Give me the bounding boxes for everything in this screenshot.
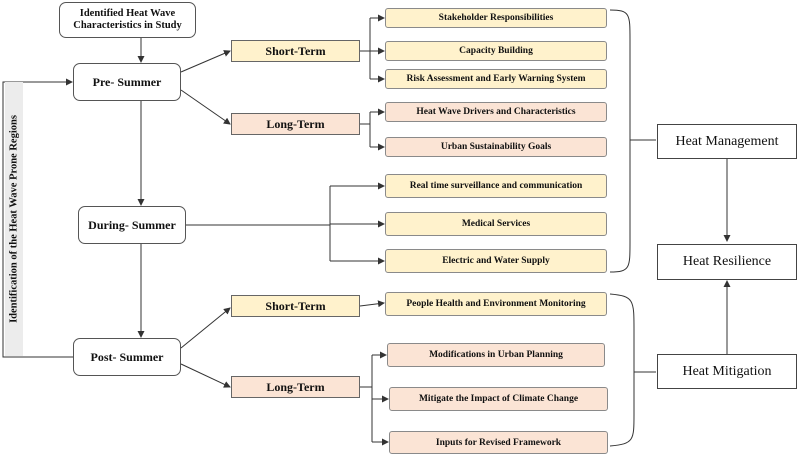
phase-pre-summer: Pre- Summer <box>73 63 181 101</box>
top-box-line-2: Characteristics in Study <box>73 20 182 31</box>
action-electric: Electric and Water Supply <box>385 249 607 273</box>
action-stakeholder: Stakeholder Responsibilities <box>385 8 607 28</box>
arrow-to-monitoring <box>359 300 385 308</box>
arrow-pre-to-long <box>180 89 231 125</box>
feedback-loop-line <box>2 78 74 358</box>
side-label: Identification of the Heat Wave Prone Re… <box>5 82 23 356</box>
arrow-post-to-short <box>180 307 231 349</box>
top-box-line-1: Identified Heat Wave <box>79 7 176 19</box>
action-framework: Inputs for Revised Framework <box>389 431 608 454</box>
action-monitoring: People Health and Environment Monitoring <box>385 292 607 316</box>
brace-heat-mitigation <box>609 293 635 447</box>
action-drivers: Heat Wave Drivers and Characteristics <box>385 102 607 122</box>
action-planning: Modifications in Urban Planning <box>387 343 605 367</box>
side-label-text: Identification of the Heat Wave Prone Re… <box>8 115 20 323</box>
action-urban-goals: Urban Sustainability Goals <box>385 137 607 157</box>
bracket-during <box>186 186 331 261</box>
action-capacity: Capacity Building <box>385 41 607 61</box>
action-risk: Risk Assessment and Early Warning System <box>385 69 607 89</box>
arrow-post-to-long <box>180 363 231 388</box>
pre-long-term: Long-Term <box>231 113 360 135</box>
top-box: Identified Heat Wave Characteristics in … <box>59 2 196 38</box>
outcome-heat-mitigation: Heat Mitigation <box>657 354 797 389</box>
bracket-post-long <box>360 355 373 442</box>
action-surveillance: Real time surveillance and communication <box>385 174 607 198</box>
bracket-pre-short <box>360 18 371 79</box>
arrow-pre-to-short <box>180 50 231 73</box>
brace-heat-management <box>609 9 631 273</box>
phase-post-summer: Post- Summer <box>73 338 181 376</box>
action-climate: Mitigate the Impact of Climate Change <box>389 387 608 411</box>
pre-short-term: Short-Term <box>231 40 360 62</box>
post-short-term: Short-Term <box>231 295 360 317</box>
phase-during-summer: During- Summer <box>78 206 186 244</box>
action-medical: Medical Services <box>385 212 607 236</box>
outcome-heat-resilience: Heat Resilience <box>657 244 797 280</box>
bracket-pre-long <box>360 112 371 147</box>
post-long-term: Long-Term <box>231 376 360 398</box>
outcome-heat-management: Heat Management <box>657 124 797 159</box>
